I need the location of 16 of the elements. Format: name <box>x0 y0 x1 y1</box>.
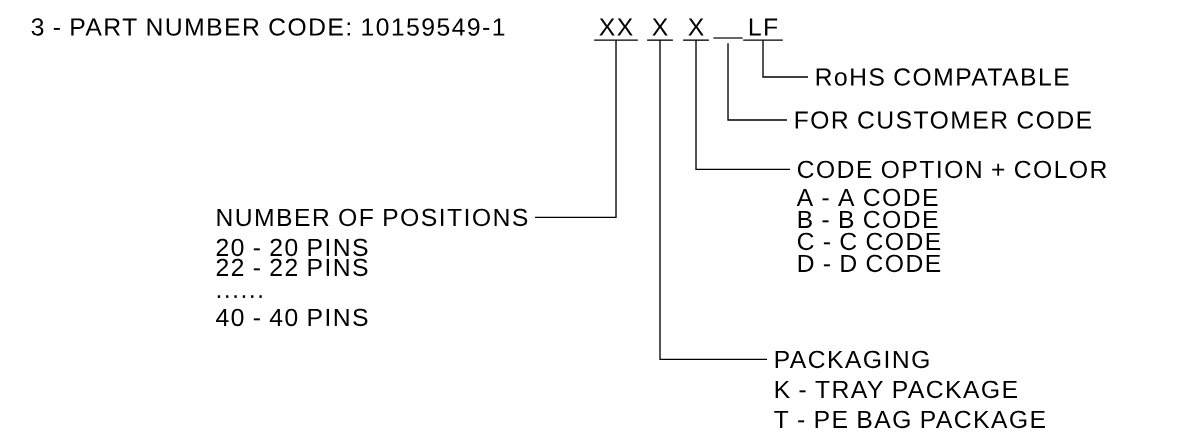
code-segment: X <box>682 18 710 41</box>
description-text: PACKAGING K - TRAY PACKAGE T - PE BAG PACKAGE <box>774 350 1045 429</box>
description-text: NUMBER OF POSITIONS 20 - 20 PINS 22 - 22 PINS ...... 40 - 40 PINS <box>216 208 528 327</box>
leader-line <box>534 39 617 218</box>
leader-line <box>659 39 768 360</box>
code-segment: X <box>646 18 674 41</box>
leader-line <box>762 39 809 78</box>
code-segment: XX <box>593 18 639 41</box>
leader-line <box>695 39 791 170</box>
description-text: CODE OPTION + COLOR A - A CODE B - B CODE C - C CODE D - D CODE <box>796 160 1107 273</box>
leader-line <box>727 42 788 121</box>
code-segment: LF <box>742 18 784 41</box>
heading: 3 - PART NUMBER CODE: 10159549-1 <box>31 18 505 36</box>
description-text: RoHS COMPATABLE <box>816 68 1069 86</box>
description-text: FOR CUSTOMER CODE <box>795 111 1092 129</box>
underline-blank <box>713 37 743 39</box>
